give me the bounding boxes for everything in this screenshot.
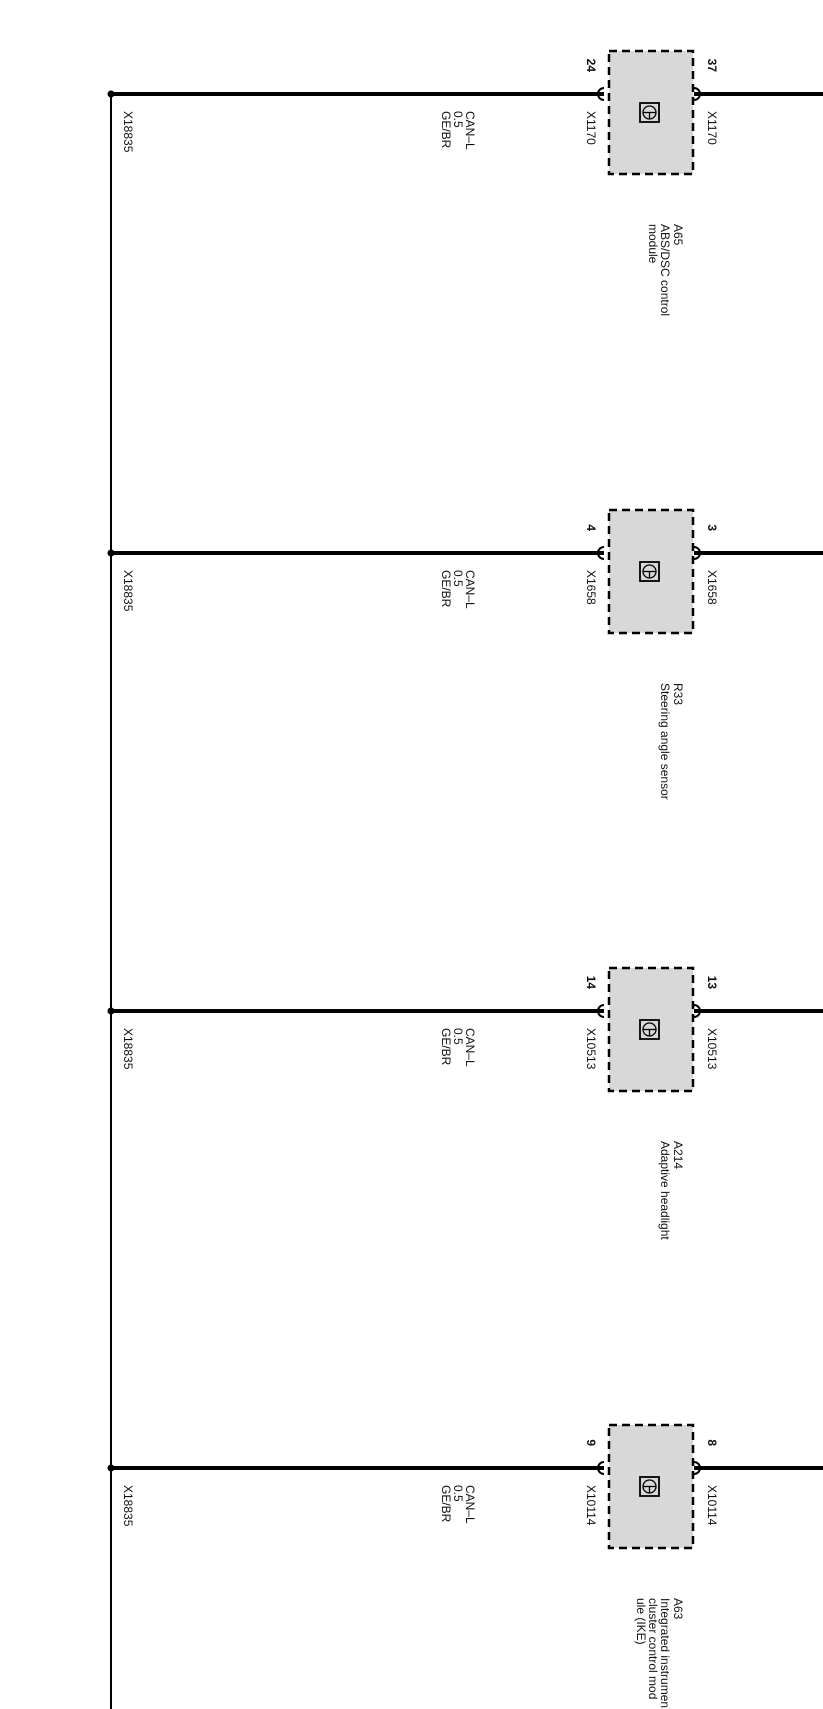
wire-signal-label: CAN–L [463,570,477,609]
pin-hook-right [693,1461,701,1475]
pin-number-left: 14 [584,976,598,990]
wire-color-label: GE/BR [439,1028,453,1066]
module-name-line: cluster control mod [646,1598,660,1699]
wire-gauge-label: 0.5 [451,570,465,587]
wire-signal-label: CAN–L [463,111,477,150]
pin-number-left: 4 [584,524,598,531]
control-unit-icon [639,1019,660,1040]
connector-label-right: X10114 [705,1485,719,1526]
module-name-line: ABS/DSC control [658,224,672,316]
splice-dot [107,1464,115,1472]
module-name-line: Steering angle sensor [658,683,672,800]
pin-number-right: 3 [705,524,719,531]
pin-number-left: 9 [584,1439,598,1446]
module-name-line: Integrated instrumen [658,1598,672,1708]
pin-hook-right [693,87,701,101]
module-code: A65 [671,224,685,246]
module-code: A63 [671,1598,685,1620]
pin-number-right: 13 [705,976,719,990]
control-unit-icon [639,561,660,582]
wire-signal-label: CAN–L [463,1028,477,1067]
module-name-line: module [646,224,660,264]
bus-connector-label: X18835 [121,111,135,153]
pin-hook-left [597,1461,605,1475]
splice-dot [107,1007,115,1015]
module-code: R33 [671,683,685,705]
pin-hook-left [597,87,605,101]
pin-number-left: 24 [584,59,598,73]
control-unit-icon [639,102,660,123]
wire-color-label: GE/BR [439,1485,453,1523]
pin-hook-right [693,546,701,560]
wire-color-label: GE/BR [439,111,453,149]
pin-number-right: 8 [705,1439,719,1446]
pin-hook-left [597,1004,605,1018]
splice-dot [107,90,115,98]
connector-label-left: X10114 [584,1485,598,1526]
module-name-line: ule (IKE) [634,1598,648,1645]
bus-connector-label: X18835 [121,1028,135,1070]
connector-label-left: X1170 [584,111,598,145]
wire-gauge-label: 0.5 [451,1028,465,1045]
module-code: A214 [671,1141,685,1169]
pin-number-right: 37 [705,59,719,73]
module-name-line: Adaptive headlight [658,1141,672,1240]
wire-color-label: GE/BR [439,570,453,608]
connector-label-left: X10513 [584,1028,598,1070]
control-unit-icon [639,1476,660,1497]
bus-connector-label: X18835 [121,1485,135,1527]
wire-signal-label: CAN–L [463,1485,477,1524]
pin-hook-left [597,546,605,560]
wire-gauge-label: 0.5 [451,111,465,128]
connector-label-right: X1658 [705,570,719,605]
connector-label-left: X1658 [584,570,598,605]
connector-label-right: X10513 [705,1028,719,1070]
wire-gauge-label: 0.5 [451,1485,465,1502]
connector-label-right: X1170 [705,111,719,145]
bus-connector-label: X18835 [121,570,135,612]
splice-dot [107,549,115,557]
pin-hook-right [693,1004,701,1018]
